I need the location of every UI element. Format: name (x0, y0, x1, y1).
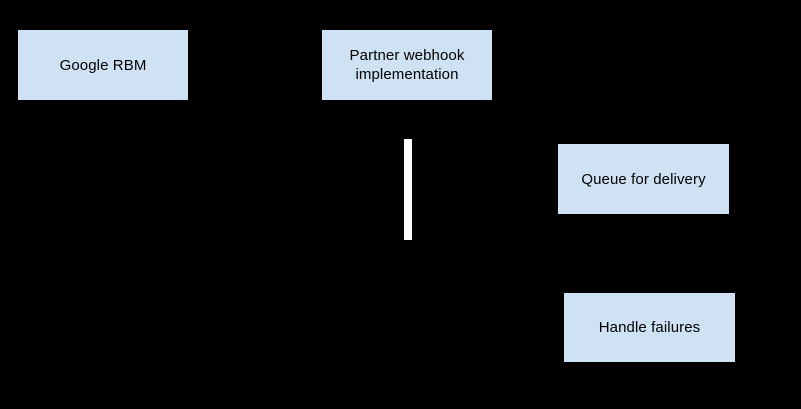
node-label: Handle failures (598, 319, 701, 336)
node-label: Partner webhook implementation (349, 47, 465, 83)
connector-partner-webhook-to-queue (404, 139, 412, 240)
node-label: Google RBM (59, 56, 147, 74)
node-queue-for-delivery[interactable]: Queue for delivery (558, 144, 729, 214)
node-google-rbm[interactable]: Google RBM (18, 30, 188, 100)
node-partner-webhook-implementation[interactable]: Partner webhook implementation (322, 30, 492, 100)
node-handle-failures[interactable]: Handle failures (564, 293, 735, 362)
node-label: Queue for delivery (581, 170, 706, 188)
